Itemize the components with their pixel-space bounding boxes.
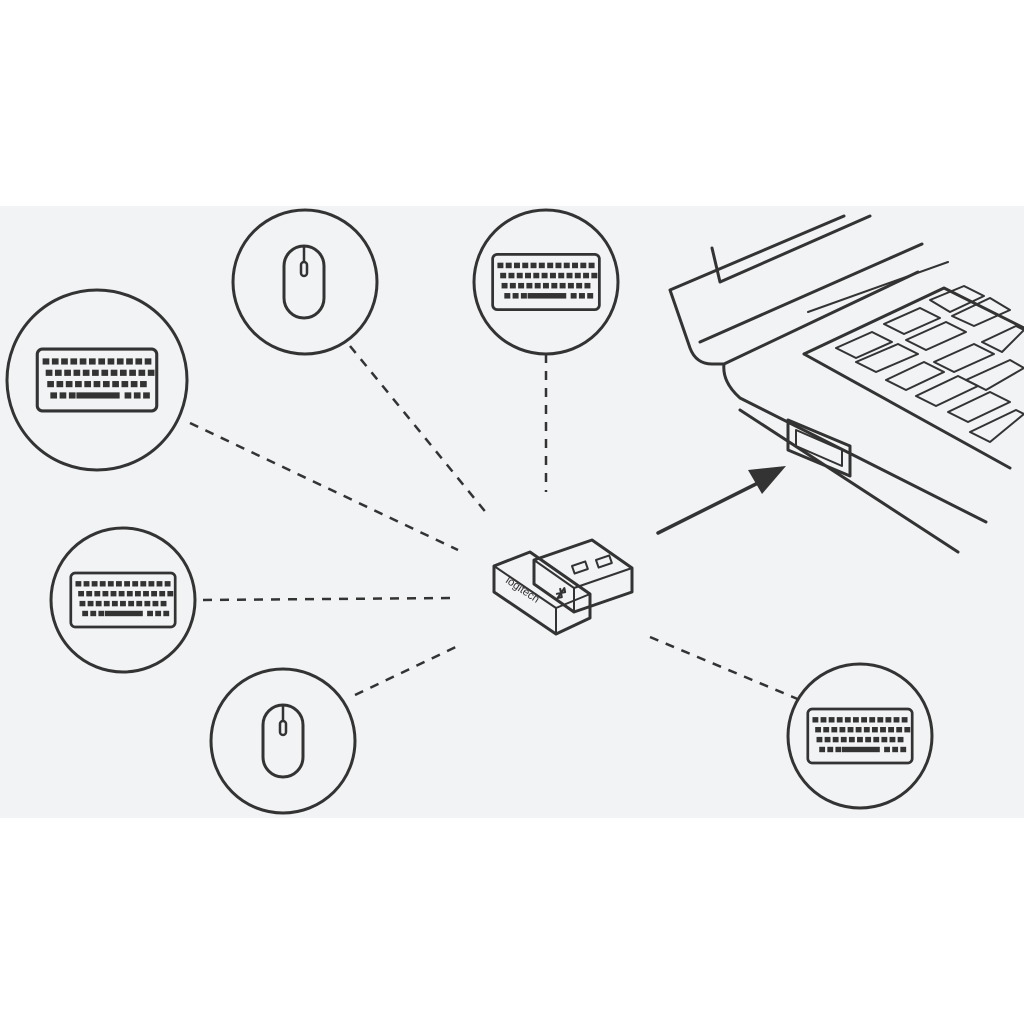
mouse-icon <box>282 244 326 320</box>
device-keyboard-left <box>49 526 197 674</box>
device-keyboard-highlighted <box>5 288 189 472</box>
mouse-icon <box>261 703 305 779</box>
device-keyboard-top <box>472 208 620 356</box>
laptop-keyboard <box>835 285 1024 443</box>
keyboard-icon <box>491 253 601 311</box>
keyboard-icon <box>69 571 177 629</box>
laptop-icon <box>668 214 1024 554</box>
connection-line-keyboard-left <box>202 596 451 602</box>
keyboard-icon <box>35 347 159 413</box>
device-keyboard-right <box>786 662 934 810</box>
arrow-right-icon <box>656 466 786 535</box>
device-mouse-bottom <box>209 667 357 815</box>
bluetooth-icon <box>555 587 567 599</box>
usb-port-icon <box>786 418 852 478</box>
connection-lines <box>189 345 801 702</box>
connection-line-mouse-bottom <box>354 643 461 697</box>
device-mouse-top <box>231 208 379 356</box>
keyboard-icon <box>806 707 914 765</box>
connection-line-mouse-top <box>349 345 489 516</box>
